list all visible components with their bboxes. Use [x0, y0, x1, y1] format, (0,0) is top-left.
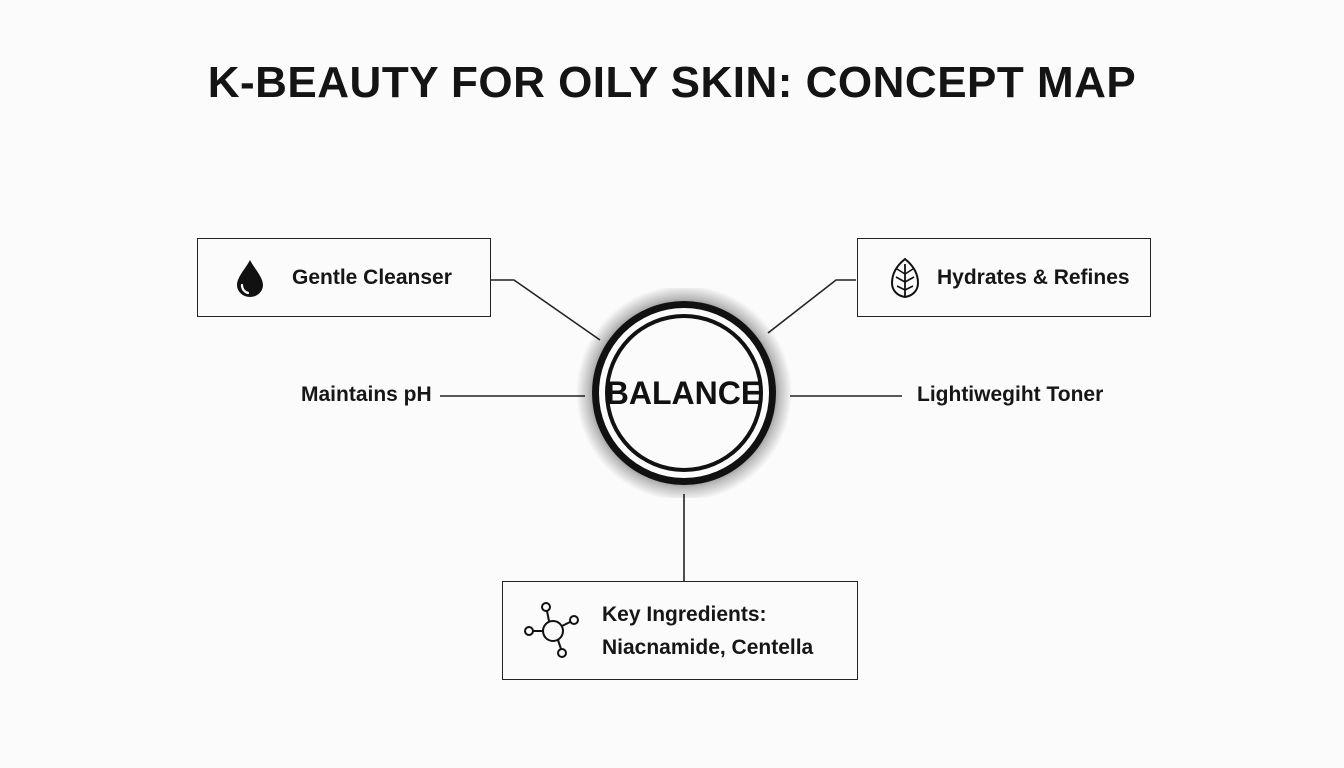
node-key-ingredients: Key Ingredients: Niacnamide, Centella — [502, 581, 858, 680]
hub-label: BALANCE — [605, 374, 763, 411]
water-drop-icon — [234, 258, 266, 298]
molecule-icon — [523, 601, 583, 661]
leaf-icon — [888, 256, 922, 300]
node-label: Gentle Cleanser — [292, 265, 452, 289]
key-ingredients-text: Key Ingredients: Niacnamide, Centella — [602, 598, 813, 664]
node-label-line2: Niacnamide, Centella — [602, 635, 814, 659]
node-maintains-ph: Maintains pH — [301, 383, 432, 406]
connector-hydrates-refines — [767, 279, 856, 334]
node-lightweight-toner: Lightiwegiht Toner — [917, 383, 1104, 406]
node-gentle-cleanser: Gentle Cleanser — [197, 238, 491, 317]
connector-gentle-cleanser — [490, 279, 601, 341]
node-label: Hydrates & Refines — [937, 265, 1130, 289]
hub-node: BALANCE — [575, 288, 793, 498]
node-hydrates-refines: Hydrates & Refines — [857, 238, 1151, 317]
diagram-title: K-BEAUTY FOR OILY SKIN: CONCEPT MAP — [207, 58, 1137, 107]
node-label-line1: Key Ingredients: — [602, 602, 767, 626]
hub-rings — [576, 288, 792, 498]
